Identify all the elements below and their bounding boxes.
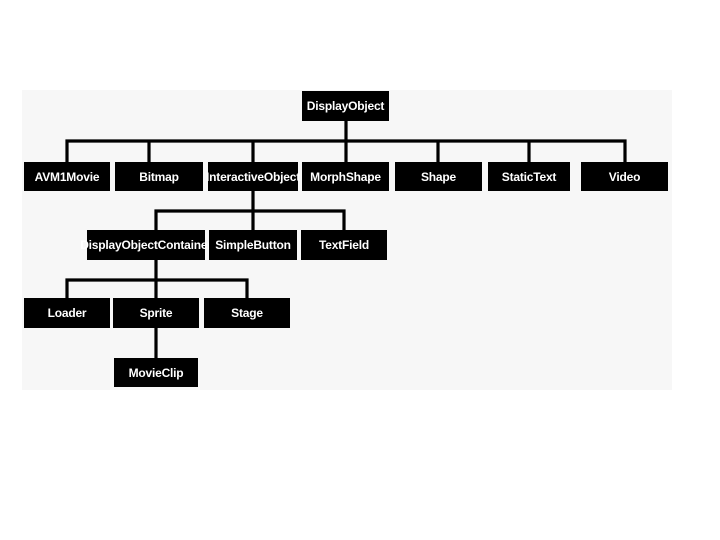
node-bitmap: Bitmap bbox=[115, 162, 203, 191]
node-morphshape: MorphShape bbox=[302, 162, 389, 191]
node-shape: Shape bbox=[395, 162, 482, 191]
node-textfield: TextField bbox=[301, 230, 387, 260]
node-movieclip: MovieClip bbox=[114, 358, 198, 387]
node-simplebutton: SimpleButton bbox=[209, 230, 297, 260]
node-avm1movie: AVM1Movie bbox=[24, 162, 110, 191]
node-loader: Loader bbox=[24, 298, 110, 328]
node-stage: Stage bbox=[204, 298, 290, 328]
connector-interactiveobject-children bbox=[154, 189, 346, 232]
connector-displayobjectcontainer-children bbox=[65, 258, 249, 300]
node-displayobjectcontainer: DisplayObjectContainer bbox=[80, 230, 212, 260]
node-statictext: StaticText bbox=[488, 162, 570, 191]
node-interactiveobject: InteractiveObject bbox=[206, 162, 300, 191]
node-displayobject: DisplayObject bbox=[302, 91, 389, 121]
node-video: Video bbox=[581, 162, 668, 191]
node-sprite: Sprite bbox=[113, 298, 199, 328]
connector-displayobject-children bbox=[65, 119, 627, 164]
